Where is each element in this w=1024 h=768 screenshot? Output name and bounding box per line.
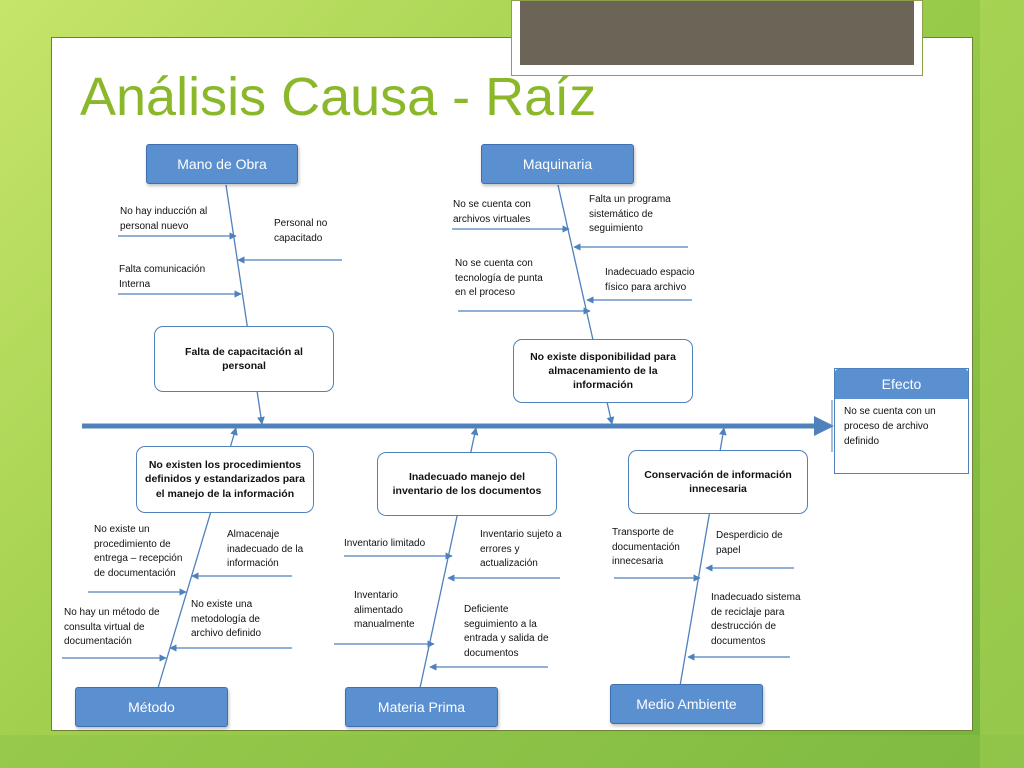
cause-label: No hay inducción al personal nuevo bbox=[120, 206, 208, 232]
cause-label: No existe una metodología de archivo def… bbox=[191, 599, 262, 639]
cause-label: Desperdicio de papel bbox=[716, 530, 783, 556]
cause-label: No se cuenta con archivos virtuales bbox=[453, 199, 531, 225]
category-materia-prima: Materia Prima bbox=[345, 687, 498, 727]
photo-image bbox=[520, 1, 914, 65]
cause-label: Inadecuado sistema de reciclaje para des… bbox=[711, 592, 801, 647]
category-metodo: Método bbox=[75, 687, 228, 727]
cause-label: Almacenaje inadecuado de la información bbox=[227, 529, 304, 569]
cause-label: Transporte de documentación innecesaria bbox=[612, 527, 680, 567]
cause-label: No hay un método de consulta virtual de … bbox=[64, 607, 160, 647]
effect-box: Efecto No se cuenta con un proceso de ar… bbox=[834, 368, 969, 474]
cause-label: No se cuenta con tecnología de punta en … bbox=[455, 258, 543, 298]
category-mano-de-obra: Mano de Obra bbox=[146, 144, 298, 184]
cause-label: Falta comunicación Interna bbox=[119, 264, 206, 290]
cause-label: Inventario alimentado manualmente bbox=[354, 590, 415, 630]
cause-label: No existe un procedimiento de entrega – … bbox=[94, 524, 183, 579]
category-medio-ambiente: Medio Ambiente bbox=[610, 684, 763, 724]
cause-label: Falta un programa sistemático de seguimi… bbox=[589, 194, 671, 234]
photo-frame bbox=[511, 0, 923, 76]
cause-label: Personal no capacitado bbox=[274, 218, 328, 244]
problem-maquinaria: No existe disponibilidad para almacenami… bbox=[513, 339, 693, 403]
problem-materia-prima: Inadecuado manejo del inventario de los … bbox=[377, 452, 557, 516]
problem-metodo: No existen los procedimientos definidos … bbox=[136, 446, 314, 513]
cause-label: Inadecuado espacio físico para archivo bbox=[605, 267, 695, 293]
effect-text: No se cuenta con un proceso de archivo d… bbox=[844, 406, 936, 447]
problem-medio-ambiente: Conservación de información innecesaria bbox=[628, 450, 808, 514]
category-maquinaria: Maquinaria bbox=[481, 144, 634, 184]
effect-title: Efecto bbox=[835, 369, 968, 399]
cause-label: Inventario sujeto a errores y actualizac… bbox=[480, 529, 562, 569]
cause-label: Inventario limitado bbox=[344, 538, 426, 549]
slide-title: Análisis Causa - Raíz bbox=[80, 67, 597, 127]
cause-label: Deficiente seguimiento a la entrada y sa… bbox=[464, 604, 549, 659]
problem-mano-de-obra: Falta de capacitación al personal bbox=[154, 326, 334, 392]
